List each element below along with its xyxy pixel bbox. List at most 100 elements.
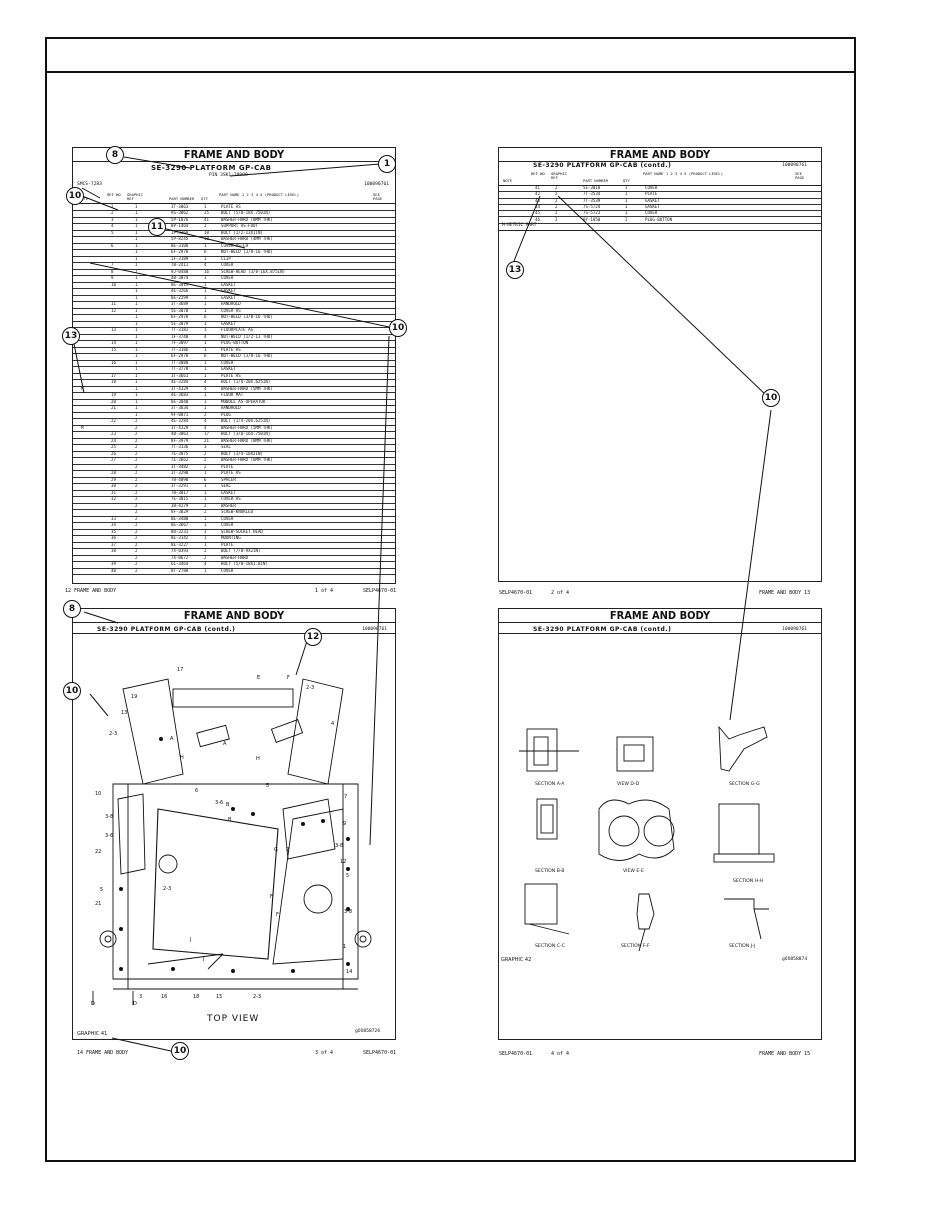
cell-ref: 36 bbox=[111, 535, 116, 541]
graphic-page-3: FRAME AND BODY SE-3290 PLATFORM GP-CAB (… bbox=[72, 608, 396, 1056]
cell-part-name: PLUG-BUTTON bbox=[645, 216, 673, 222]
cell-ref: 25 bbox=[111, 444, 116, 450]
cell-qty: 1 bbox=[204, 405, 207, 411]
drawing-callout-label: 5 bbox=[266, 783, 270, 789]
footer-page: 4 of 4 bbox=[551, 1051, 570, 1057]
cell-qty: 1 bbox=[204, 255, 207, 261]
subtitle-divider bbox=[73, 633, 395, 634]
drawing-callout-label: 3 bbox=[139, 994, 143, 1000]
smcs-code: SMCS-7283 bbox=[77, 182, 102, 187]
cell-part-name: SPACER bbox=[221, 476, 236, 482]
cell-part-name: WASHER bbox=[221, 502, 236, 508]
cell-part-number: 7E-3015 bbox=[171, 496, 189, 502]
cell-part-name: BOLT (3/4-10X2IN) bbox=[221, 450, 263, 456]
section-drawings bbox=[519, 725, 775, 952]
cell-ref: 2 bbox=[111, 210, 114, 216]
cell-part-number: 3T-3290 bbox=[171, 470, 189, 476]
cell-ref: 4 bbox=[111, 223, 114, 229]
cell-part-number: 8E-3040 bbox=[171, 398, 189, 404]
page-subtitle: SE-3290 PLATFORM GP-CAB (contd.) bbox=[533, 626, 672, 633]
cell-qty: 2 bbox=[204, 554, 207, 560]
cell-part-name: PLATE bbox=[221, 541, 234, 547]
cell-part-number: 7T-3181 bbox=[171, 327, 189, 333]
drawing-callout-label: 2-3 bbox=[109, 731, 118, 737]
page-title: FRAME AND BODY bbox=[73, 609, 395, 623]
cell-graphic: 1 bbox=[135, 229, 138, 235]
cell-part-number: 1P-3369 bbox=[171, 229, 189, 235]
callout-13: 13 bbox=[62, 327, 80, 345]
parts-list-page-2: FRAME AND BODY SE-3290 PLATFORM GP-CAB (… bbox=[498, 147, 822, 596]
cell-qty: 1 bbox=[204, 346, 207, 352]
col-part-number: PART NUMBER bbox=[169, 196, 195, 201]
cell-part-number: 8E-3108 bbox=[171, 242, 189, 248]
cell-part-number: 6F-2978 bbox=[171, 249, 189, 255]
cell-qty: 4 bbox=[204, 333, 207, 339]
cell-part-name: NUT-WELD (3/8-16 THD) bbox=[221, 249, 273, 255]
cell-graphic: 1 bbox=[135, 275, 138, 281]
drawing-callout-label: 15 bbox=[216, 994, 223, 1000]
col-part-name: PART NAME 1 2 3 4 5 (PRODUCT LEVEL) bbox=[219, 192, 300, 197]
cell-graphic: 2 bbox=[135, 502, 138, 508]
cell-qty: 1 bbox=[204, 483, 207, 489]
cell-ref: 15 bbox=[111, 346, 116, 352]
cell-part-name: COVER bbox=[221, 567, 234, 573]
cell-part-number: 7X-0672 bbox=[171, 554, 189, 560]
cell-part-name: GASKET bbox=[221, 288, 236, 294]
cell-ref: 16 bbox=[111, 359, 116, 365]
cell-ref: 7 bbox=[111, 262, 114, 268]
cell-qty: 1 bbox=[204, 301, 207, 307]
cell-graphic: 2 bbox=[135, 496, 138, 502]
cell-part-name: FLOOR MAT bbox=[221, 392, 244, 398]
note-divider bbox=[499, 230, 821, 231]
cell-graphic: 2 bbox=[555, 203, 558, 209]
cell-part-name: HANDHOLD bbox=[221, 301, 241, 307]
page-frame bbox=[45, 37, 856, 1162]
col-part-name: PART NAME 1 2 3 4 5 (PRODUCT LEVEL) bbox=[643, 171, 724, 176]
cell-qty: 2 bbox=[204, 411, 207, 417]
cell-graphic: 1 bbox=[135, 242, 138, 248]
cell-part-name: SUPPORT AS-FOOT bbox=[221, 223, 258, 229]
cell-ref: 40 bbox=[111, 567, 116, 573]
section-caption: SECTION H-H bbox=[733, 879, 764, 884]
cell-qty: 1 bbox=[204, 320, 207, 326]
cell-part-number: 5E-3018 bbox=[583, 185, 601, 190]
drawing-callout-label: 9 bbox=[343, 821, 347, 827]
cell-part-name: COVER bbox=[221, 262, 234, 268]
page-subtitle: SE-3290 PLATFORM GP-CAB bbox=[151, 164, 272, 172]
image-id: g00858874 bbox=[782, 957, 808, 962]
cell-graphic: 2 bbox=[135, 476, 138, 482]
drawing-callout-label: 7 bbox=[344, 794, 348, 800]
cell-part-number: 8U-3231 bbox=[171, 528, 189, 534]
cell-graphic: 1 bbox=[135, 204, 138, 209]
cell-part-name: PLATE AS bbox=[221, 346, 241, 352]
cell-ref: 9 bbox=[111, 275, 114, 281]
cell-qty: 1 bbox=[204, 366, 207, 372]
callout-8: 8 bbox=[106, 146, 124, 164]
cell-ref: 35 bbox=[111, 528, 116, 534]
drawing-callout-label: 3-8 bbox=[335, 843, 344, 849]
cell-graphic: 1 bbox=[135, 236, 138, 242]
cell-graphic: 2 bbox=[135, 418, 138, 424]
cell-graphic: 1 bbox=[135, 216, 138, 222]
cell-part-name: NUT-WELD (1/2-13 THD) bbox=[221, 333, 273, 339]
cell-ref: 29 bbox=[111, 476, 116, 482]
cell-part-name: COVER bbox=[221, 359, 234, 365]
cell-graphic: 2 bbox=[135, 483, 138, 489]
cell-graphic: 1 bbox=[135, 262, 138, 268]
cell-qty: 4 bbox=[204, 418, 207, 424]
cell-part-number: 4B-3074 bbox=[171, 275, 189, 281]
callout-11: 11 bbox=[148, 218, 166, 236]
metric-note: M-METRIC PART bbox=[502, 223, 537, 228]
callout-10: 10 bbox=[63, 682, 81, 700]
cell-qty: 1 bbox=[204, 489, 207, 495]
